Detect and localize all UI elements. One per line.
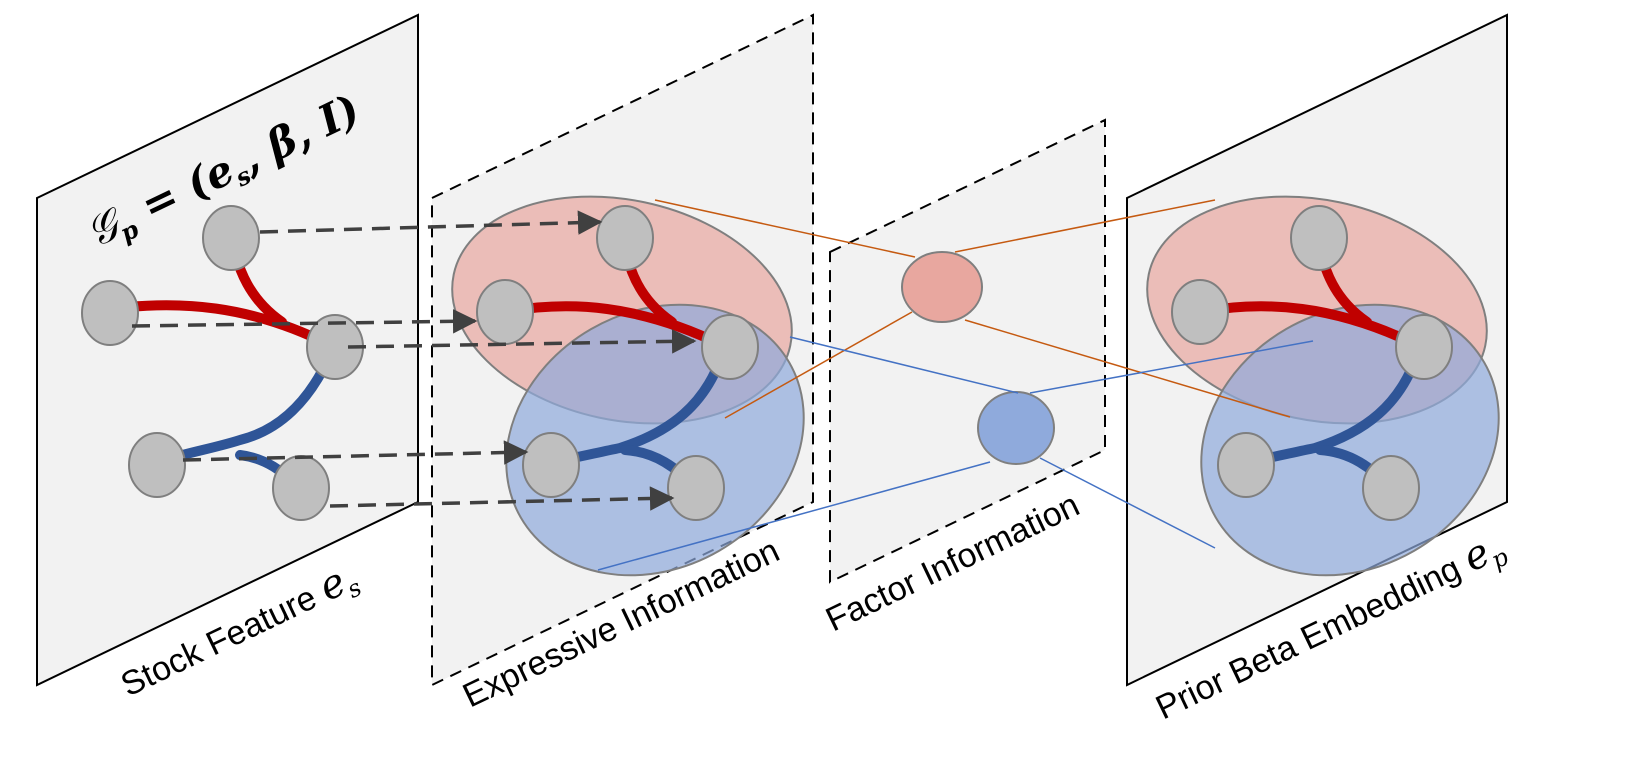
dashed-arrow (182, 440, 529, 465)
dashed-arrow (259, 210, 603, 235)
red-factor-node (901, 251, 983, 323)
blue-factor-node (977, 391, 1055, 465)
graph-node (1290, 205, 1348, 271)
blue-projection-line (1039, 457, 1216, 549)
graph-node (1217, 432, 1275, 498)
stock-feature-panel: 𝒢p = (es, β, I) Stock Feature es (36, 13, 419, 704)
graph-node (128, 432, 186, 498)
graph-node (701, 314, 759, 380)
factor-projection-lines (597, 199, 1314, 571)
stock-feature-plane (36, 13, 419, 687)
graph-node (81, 280, 139, 346)
graph-node (1395, 314, 1453, 380)
blue-edge (160, 350, 335, 465)
graph-node (1362, 455, 1420, 521)
graph-node (476, 279, 534, 345)
prior-beta-panel: Prior Beta Embedding ep (1126, 13, 1513, 727)
graph-node (1171, 279, 1229, 345)
orange-projection-line (954, 199, 1216, 253)
graph-node (596, 205, 654, 271)
expressive-panel: Expressive Information (431, 13, 814, 715)
orange-projection-line (724, 311, 913, 419)
blue-projection-line (789, 336, 1019, 394)
graph-node (272, 455, 330, 521)
graph-node (522, 432, 580, 498)
graph-node (667, 455, 725, 521)
graph-node (202, 205, 260, 271)
mapping-arrows (131, 210, 697, 511)
orange-projection-line (654, 199, 916, 258)
blue-projection-line (597, 461, 991, 571)
dashed-arrow (329, 486, 675, 511)
orange-projection-line (964, 319, 1291, 418)
dashed-arrow (131, 309, 478, 334)
dashed-arrow (347, 329, 697, 354)
blue-projection-line (1029, 340, 1314, 394)
